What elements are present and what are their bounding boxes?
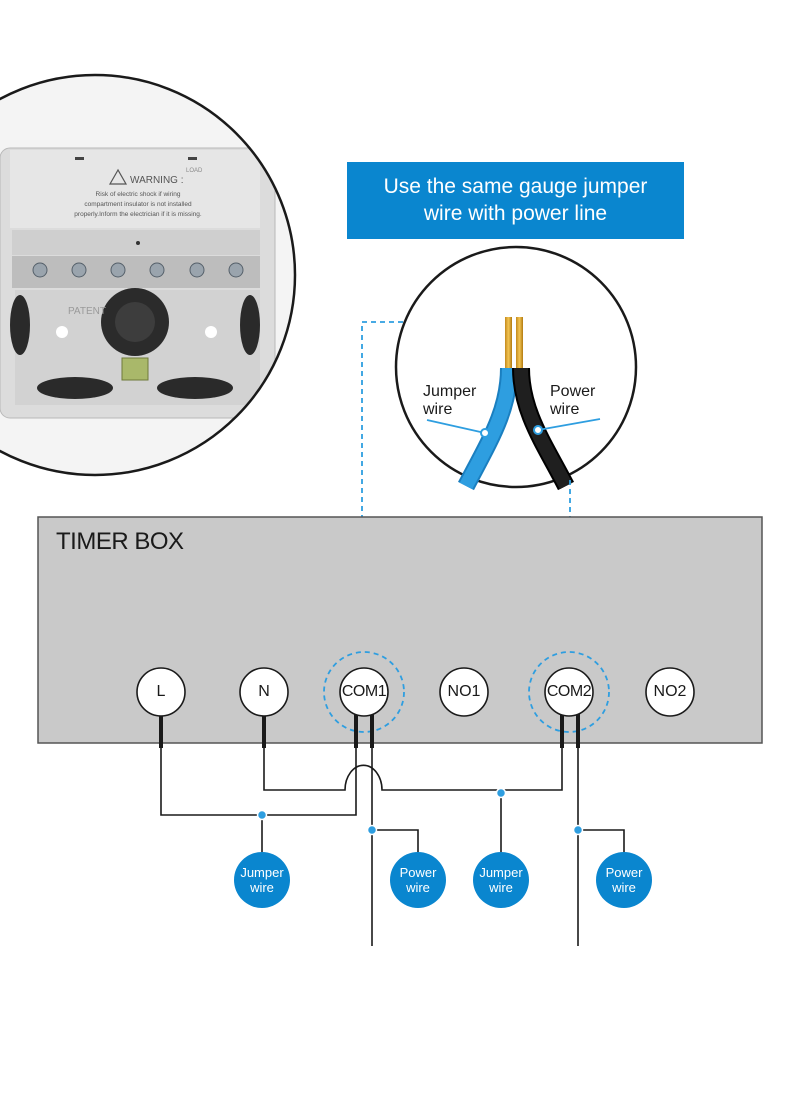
callout-line-2: wire with power line: [423, 202, 608, 225]
badge-jumper-wire-1: Jumper wire: [234, 852, 290, 908]
zoom-jumper-line-2: wire: [423, 401, 453, 418]
terminal-no2: [645, 667, 695, 717]
warning-title: WARNING :: [130, 175, 184, 186]
terminal-com2: [544, 667, 594, 717]
terminal-label-com1: COM1: [341, 683, 387, 700]
badge-line: Power: [605, 865, 643, 880]
terminal-label-no1: NO1: [447, 683, 481, 700]
warning-line-1: Risk of electric shock if wiring: [96, 191, 181, 198]
wiring: [160, 718, 625, 946]
zoom-jumper-line-1: Jumper: [423, 383, 477, 400]
terminal-l: [136, 667, 186, 717]
terminal-screws: [32, 262, 244, 278]
badge-line: Jumper: [240, 865, 284, 880]
patent-label: PATENT: [68, 306, 106, 317]
load-label: LOAD: [186, 168, 203, 174]
junction-dots: [256, 787, 584, 836]
timer-box-title: TIMER BOX: [56, 528, 184, 555]
badge-line: wire: [489, 880, 513, 895]
badge-line: wire: [612, 880, 636, 895]
terminal-label-com2: COM2: [546, 683, 592, 700]
gauge-callout: Use the same gauge jumper wire with powe…: [347, 162, 684, 239]
terminal-label-n: N: [258, 683, 270, 700]
zoom-power-line-1: Power: [550, 383, 596, 400]
com2-highlight: [528, 651, 610, 733]
com1-highlight: [323, 651, 405, 733]
device-photo-zoom: PATENT LOAD WARNING : Risk of electric s…: [0, 73, 297, 477]
terminal-com1: [339, 667, 389, 717]
badge-line: wire: [250, 880, 274, 895]
terminals: [136, 667, 695, 717]
terminal-label-l: L: [156, 683, 166, 700]
badge-power-wire-2: Power wire: [596, 852, 652, 908]
terminal-n: [239, 667, 289, 717]
badge-line: Jumper: [479, 865, 523, 880]
badge-power-wire-1: Power wire: [390, 852, 446, 908]
warning-line-3: properly.Inform the electrician if it is…: [74, 211, 202, 218]
zoom-power-label: Power wire: [550, 383, 595, 419]
badge-jumper-wire-2: Jumper wire: [473, 852, 529, 908]
badge-line: wire: [406, 880, 430, 895]
wire-lead-stubs: [159, 712, 580, 748]
zoom-jumper-label: Jumper wire: [423, 383, 476, 419]
terminal-label-no2: NO2: [653, 683, 687, 700]
badge-line: Power: [399, 865, 437, 880]
callout-line-1: Use the same gauge jumper: [383, 175, 648, 198]
zoom-power-line-2: wire: [550, 401, 580, 418]
warning-icon: [108, 168, 128, 185]
warning-line-2: compartment insulator is not installed: [84, 201, 192, 208]
wire-closeup: [394, 245, 638, 491]
terminal-no1: [439, 667, 489, 717]
